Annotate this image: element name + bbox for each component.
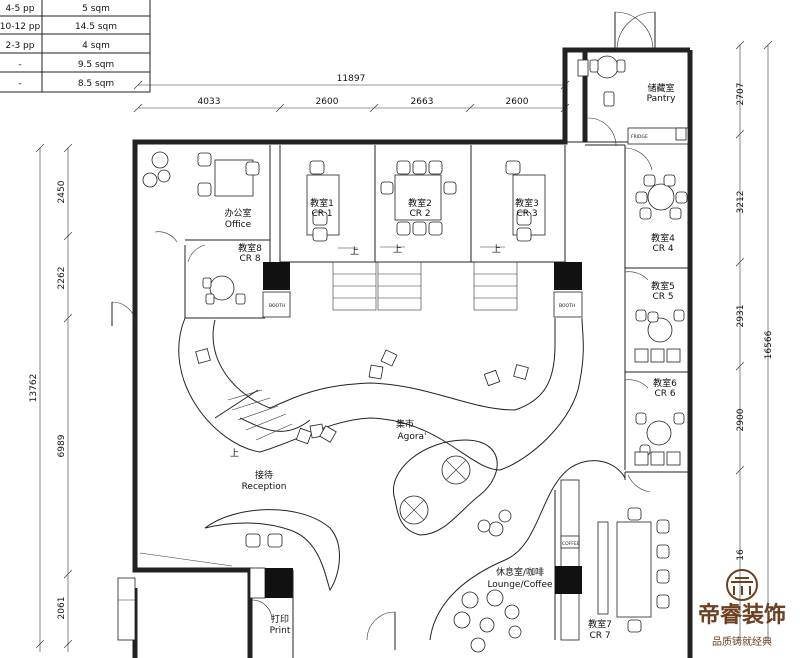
brand-logo: 帝睿装饰 品质铸就经典 <box>698 569 786 648</box>
reception-area: 接待 Reception <box>111 301 340 592</box>
up-label-stair: 上 <box>230 448 239 459</box>
right-dimensions: 2707 3212 2931 2900 16 16566 <box>735 40 774 640</box>
cr6-cn: 教室6 <box>653 377 677 389</box>
office-room: 办公室 Office <box>142 151 260 243</box>
dim-right-1: 2707 <box>736 83 746 106</box>
cr6-room: 教室6 CR 6 <box>624 377 685 466</box>
table-capacity-1: 4-5 pp <box>6 4 35 14</box>
cr7-en: CR 7 <box>589 631 610 641</box>
cr3-cn: 教室3 <box>515 197 539 209</box>
cr2-en: CR 2 <box>409 209 430 219</box>
table-capacity-4: - <box>18 60 21 70</box>
dim-top-total: 11897 <box>337 74 366 84</box>
lounge-cn: 休息室/咖啡 <box>496 566 544 578</box>
dim-right-2: 3212 <box>736 191 746 214</box>
area-table: 4-5 pp 5 sqm 10-12 pp 14.5 sqm 2-3 pp 4 … <box>0 0 151 93</box>
cr6-en: CR 6 <box>654 389 675 399</box>
fridge-label: FRIDGE <box>631 134 648 140</box>
central-platform: 上 集市 Agora' <box>178 317 584 471</box>
booth-label-left: BOOTH <box>269 303 285 309</box>
table-area-5: 8.5 sqm <box>78 79 114 89</box>
table-area-2: 14.5 sqm <box>75 22 117 32</box>
cr3-en: CR 3 <box>516 209 537 219</box>
booth-label-right: BOOTH <box>559 303 575 309</box>
dim-top-1: 4033 <box>198 97 221 107</box>
dim-left-2: 2262 <box>57 267 67 290</box>
top-dimensions: 11897 4033 2600 2663 2600 <box>133 74 570 113</box>
table-capacity-2: 10-12 pp <box>0 22 40 32</box>
brand-slogan: 品质铸就经典 <box>712 635 772 648</box>
cr5-cn: 教室5 <box>651 280 675 292</box>
up-label-cr3: 上 <box>492 244 501 255</box>
coffee-label: COFFEE <box>562 541 580 547</box>
agora-cn: 集市 <box>396 418 414 430</box>
dim-left-total: 13762 <box>29 374 39 403</box>
cr3-room: 教室3 CR 3 上 BOOTH <box>480 160 583 318</box>
lounge-coffee: 休息室/咖啡 Lounge/Coffee COFFEE <box>429 460 626 653</box>
cr5-room: 教室5 CR 5 <box>624 271 685 363</box>
cr4-en: CR 4 <box>652 244 673 254</box>
office-en: Office <box>225 220 252 230</box>
up-label-cr2: 上 <box>393 244 402 255</box>
walls <box>132 47 693 658</box>
dim-left-1: 2450 <box>57 180 67 203</box>
dim-right-3: 2931 <box>736 305 746 328</box>
dim-top-2: 2600 <box>316 97 339 107</box>
print-room: 打印 Print <box>117 567 396 658</box>
cr7-room: 教室7 CR 7 <box>588 474 670 641</box>
reception-cn: 接待 <box>255 469 273 481</box>
table-capacity-5: - <box>18 79 21 89</box>
office-cn: 办公室 <box>224 207 251 219</box>
cr5-en: CR 5 <box>652 292 673 302</box>
table-area-1: 5 sqm <box>82 4 110 14</box>
table-capacity-3: 2-3 pp <box>6 41 35 51</box>
cr4-room: 教室4 CR 4 <box>624 147 688 254</box>
cr8-room: 教室8 CR 8 BOOTH <box>187 242 291 318</box>
cr8-cn: 教室8 <box>238 242 262 254</box>
cr7-cn: 教室7 <box>588 618 612 630</box>
cr2-cn: 教室2 <box>408 197 432 209</box>
agora-en: Agora' <box>397 432 426 442</box>
pantry-door[interactable] <box>614 11 656 51</box>
lounge-en: Lounge/Coffee <box>487 580 553 590</box>
pod-island <box>393 439 498 536</box>
dim-top-4: 2600 <box>506 97 529 107</box>
cr8-en: CR 8 <box>239 254 260 264</box>
up-label-cr1: 上 <box>350 246 359 257</box>
cr1-cn: 教室1 <box>310 197 334 209</box>
cr1-room: 教室1 CR 1 上 <box>306 160 359 257</box>
table-area-3: 4 sqm <box>82 41 110 51</box>
dim-left-4: 2061 <box>57 597 67 620</box>
left-dimensions: 13762 2450 2262 6989 2061 <box>29 143 73 652</box>
pantry-en: Pantry <box>647 94 676 104</box>
cr2-room: 教室2 CR 2 上 <box>380 160 457 255</box>
dim-left-3: 6989 <box>57 434 67 457</box>
cr1-en: CR 1 <box>311 209 332 219</box>
dim-top-3: 2663 <box>411 97 434 107</box>
print-cn: 打印 <box>271 613 289 625</box>
pantry-room: FRIDGE 储藏室 Pantry <box>577 55 689 147</box>
dim-right-4: 2900 <box>736 408 746 431</box>
print-en: Print <box>270 626 291 636</box>
brand-name: 帝睿装饰 <box>698 602 786 628</box>
pantry-cn: 储藏室 <box>647 82 674 94</box>
reception-en: Reception <box>242 482 287 492</box>
table-area-4: 9.5 sqm <box>78 60 114 70</box>
cr4-cn: 教室4 <box>651 232 675 244</box>
step-seating <box>332 261 518 311</box>
dim-right-total: 16566 <box>764 330 774 359</box>
dim-right-5: 16 <box>736 549 746 561</box>
